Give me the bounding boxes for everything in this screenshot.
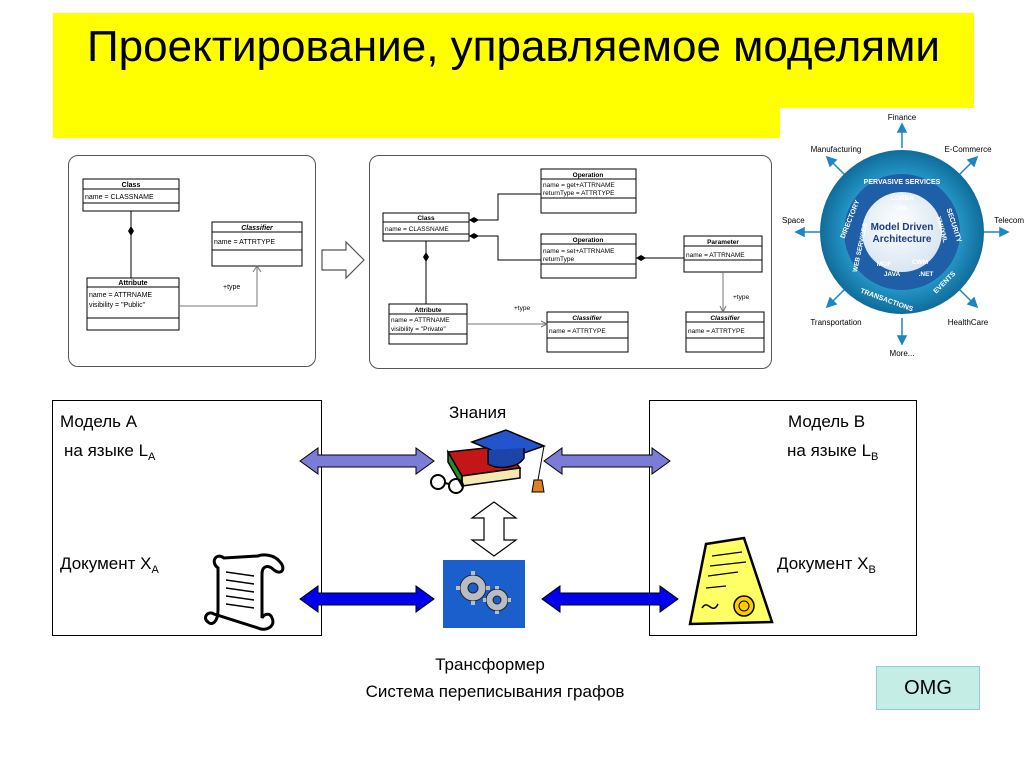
mda-ring-outer-0: PERVASIVE SERVICES (864, 179, 941, 186)
classifier1-attr: name = ATTRTYPE (549, 328, 606, 335)
title-background-lower (53, 108, 780, 138)
model-a-box (52, 400, 322, 636)
mda-domain-manufacturing: Manufacturing (811, 145, 862, 154)
op1-attr1: name = get+ATTRNAME (543, 182, 615, 189)
attribute-attr1-right: name = ATTRNAME (391, 317, 450, 324)
model-b-box (649, 400, 917, 636)
mda-center-line1: Model Driven (871, 222, 934, 233)
arrow-knowledge-transformer (470, 501, 518, 557)
classifier-attr: name = ATTRTYPE (214, 239, 275, 246)
type-label2: +type (733, 294, 749, 301)
model-b-language: на языке LB (787, 441, 879, 463)
mda-diagram: PERVASIVE SERVICES SECURITY EVENTS TRANS… (782, 113, 1024, 358)
arrow-doc-a-transformer (299, 585, 435, 613)
uml-right-diagram: Class name = CLASSNAME Operation name = … (382, 168, 765, 353)
doc-b-label: Документ XB (777, 554, 876, 576)
mda-ring-inner-5: .NET (919, 271, 934, 278)
classifier1-title: Classifier (572, 315, 602, 322)
mda-ring-inner-1: CORBA (890, 195, 914, 202)
op1-title: Operation (573, 172, 604, 179)
mda-ring-inner-2: MOF (877, 261, 891, 268)
mda-ring-inner-3: JAVA (884, 271, 901, 278)
scroll-icon (204, 553, 285, 631)
attribute-attr2-right: visibility = "Private" (391, 326, 446, 333)
class-attr: name = CLASSNAME (85, 194, 154, 201)
class-attr-right: name = CLASSNAME (385, 226, 449, 233)
op2-attr1: name = set+ATTRNAME (543, 248, 615, 255)
attribute-attr2: visibility = "Public" (89, 302, 146, 309)
mda-domain-more: More... (890, 349, 915, 358)
op1-attr2: returnType = ATTRTYPE (543, 190, 615, 197)
omg-badge: OMG (876, 666, 980, 710)
mda-center-line2: Architecture (873, 234, 932, 245)
uml-panel-left: Class name = CLASSNAME Attribute name = … (68, 155, 316, 367)
attribute-attr1: name = ATTRNAME (89, 292, 152, 299)
mda-ring-inner-4: CWM (912, 259, 928, 266)
page-title: Проектирование, управляемое моделями (87, 22, 940, 71)
attribute-title-right: Attribute (414, 307, 441, 314)
mda-ring-inner-0: UML (895, 205, 909, 212)
arrow-knowledge-model-b (543, 447, 671, 475)
title-background (53, 13, 974, 108)
mda-domain-finance: Finance (888, 113, 917, 122)
mda-domain-healthcare: HealthCare (948, 318, 989, 327)
arrow-model-a-knowledge (299, 447, 435, 475)
model-a-language: на языке LA (64, 441, 156, 463)
transformer-label: Трансформер (435, 655, 545, 674)
knowledge-label: Знания (449, 403, 507, 422)
op2-title: Operation (573, 237, 604, 244)
class-title-right: Class (417, 215, 435, 222)
classifier-title: Classifier (241, 225, 274, 232)
mda-domain-space: Space (782, 216, 805, 225)
uml-left-diagram: Class name = CLASSNAME Attribute name = … (82, 178, 303, 331)
mda-domain-transportation: Transportation (810, 318, 861, 327)
certificate-icon (688, 536, 774, 626)
model-a-label: Модель А (60, 412, 138, 431)
uml-transform-arrow (321, 240, 365, 280)
mda-domain-telecom: Telecom (994, 216, 1024, 225)
attribute-title: Attribute (118, 280, 147, 287)
doc-a-label: Документ XA (60, 554, 159, 576)
gears-icon (443, 560, 525, 628)
graph-system-label: Система переписывания графов (365, 682, 625, 701)
type-label1: +type (514, 305, 530, 312)
class-title: Class (122, 182, 141, 189)
model-b-label: Модель В (788, 412, 866, 431)
param-title: Parameter (707, 239, 739, 246)
type-label: +type (223, 284, 240, 291)
arrow-transformer-doc-b (541, 585, 679, 613)
op2-attr2: returnType (543, 256, 574, 263)
classifier2-attr: name = ATTRTYPE (688, 328, 745, 335)
uml-panel-right: Class name = CLASSNAME Operation name = … (369, 155, 772, 369)
param-attr: name = ATTRNAME (686, 252, 745, 259)
mda-domain-ecommerce: E-Commerce (944, 145, 992, 154)
classifier2-title: Classifier (710, 315, 740, 322)
knowledge-icon (430, 429, 547, 494)
